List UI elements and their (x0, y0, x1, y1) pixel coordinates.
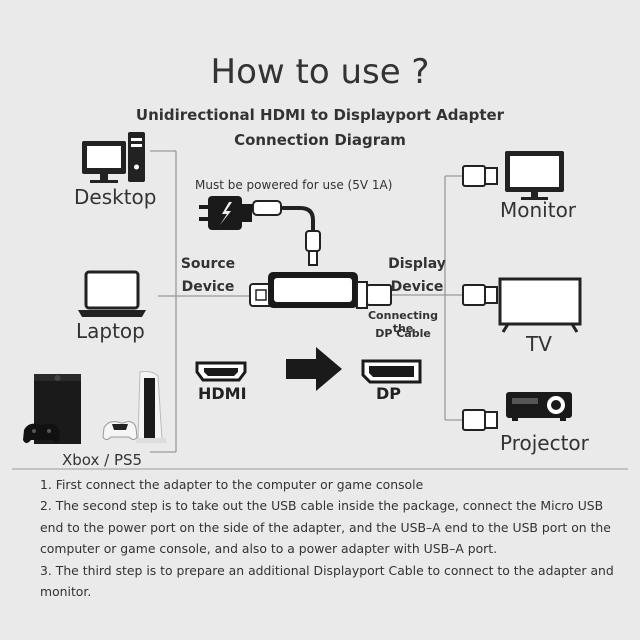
monitor-label: Monitor (500, 198, 577, 222)
projector-icon (506, 392, 572, 421)
tv-label: TV (526, 332, 552, 356)
laptop-icon (78, 270, 146, 317)
display-device-label-line1: Display (388, 256, 446, 272)
monitor-icon (505, 151, 564, 200)
arrow-right-icon (286, 347, 342, 391)
power-note: Must be powered for use (5V 1A) (195, 178, 393, 192)
xbox-controller-icon (23, 423, 60, 443)
displayport-port-icon (361, 359, 422, 384)
usb-cable-icon (252, 200, 321, 266)
page-title: How to use ? (210, 52, 430, 92)
dp-label: DP (376, 384, 402, 403)
dp-connector-monitor-icon (462, 165, 498, 187)
source-connector-lines (150, 150, 264, 453)
console-label: Xbox / PS5 (62, 451, 143, 469)
desktop-icon (82, 132, 145, 183)
ps5-console-icon (136, 371, 166, 443)
source-device-label-line1: Source (180, 256, 236, 272)
hdmi-to-dp-adapter-icon (249, 272, 392, 309)
instruction-steps: 1. First connect the adapter to the comp… (40, 474, 630, 602)
step-1: 1. First connect the adapter to the comp… (40, 477, 424, 492)
diagram-subtitle-line2: Connection Diagram (234, 131, 406, 149)
hdmi-label: HDMI (198, 384, 247, 403)
ps5-controller-icon (102, 421, 138, 440)
dp-connector-tv-icon (462, 284, 498, 306)
display-connector-lines (392, 175, 463, 421)
dp-cable-label-line1: Connecting the (367, 309, 438, 335)
desktop-label: Desktop (74, 185, 157, 209)
step-2: 2. The second step is to take out the US… (40, 498, 611, 557)
step-3: 3. The third step is to prepare an addit… (40, 562, 614, 600)
tv-icon (498, 277, 582, 333)
dp-connector-projector-icon (462, 409, 498, 431)
laptop-label: Laptop (76, 319, 145, 343)
dp-cable-label-line2: DP Cable (375, 327, 431, 340)
hdmi-port-icon (195, 361, 247, 382)
diagram-subtitle-line1: Unidirectional HDMI to Displayport Adapt… (135, 106, 505, 124)
source-device-label-line2: Device (181, 279, 235, 295)
display-device-label-line2: Device (390, 279, 444, 295)
projector-label: Projector (500, 431, 589, 455)
power-plug-icon (199, 196, 252, 230)
